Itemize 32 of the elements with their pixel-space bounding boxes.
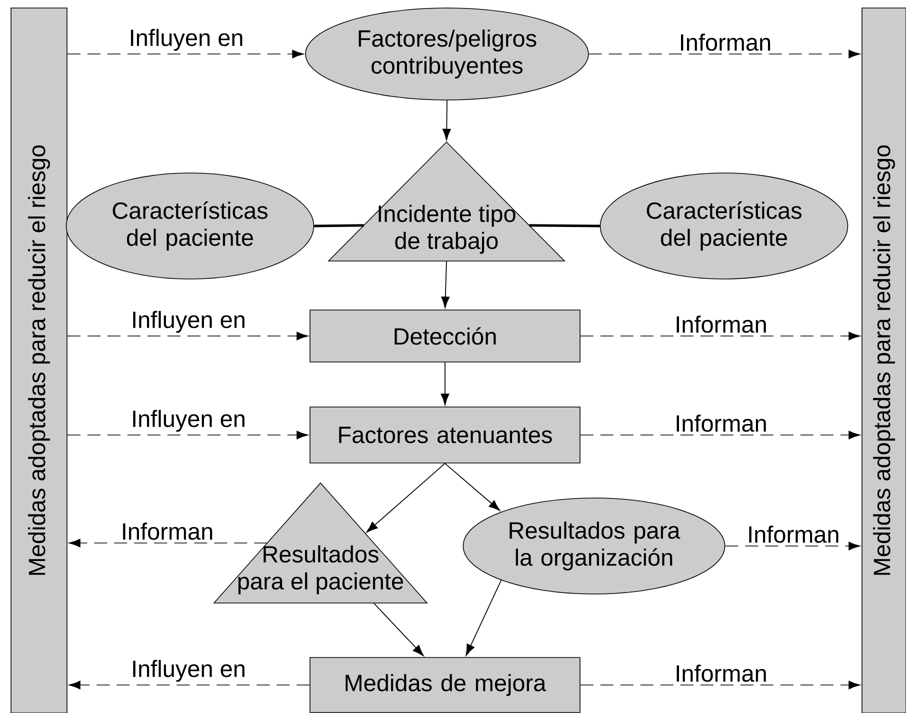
- arrow: [466, 580, 502, 656]
- side-bar: Medidas adoptadas para reducir el riesgo: [862, 8, 906, 713]
- edge-label: Informan: [672, 314, 770, 335]
- arrow: [580, 430, 860, 440]
- arrow: [441, 260, 450, 308]
- process-box: Factores atenuantes: [310, 406, 580, 464]
- edge-label: Informan: [672, 412, 770, 434]
- arrow: [67, 430, 308, 440]
- edge-label: Informan: [118, 520, 216, 542]
- edge-label: Informan: [672, 662, 770, 684]
- edge-label: Influyen en: [129, 308, 248, 335]
- edge-label: Influyen en: [129, 658, 248, 684]
- arrow: [580, 332, 860, 340]
- arrow: [68, 538, 268, 548]
- arrow: [366, 462, 446, 532]
- process-box: Medidas de mejora: [310, 657, 580, 713]
- edge-label: Influyen en: [129, 408, 248, 434]
- arrow: [440, 362, 450, 406]
- edge-label: Influyen en: [126, 26, 246, 53]
- arrow: [373, 602, 424, 656]
- arrow: [442, 100, 451, 140]
- arrow: [580, 680, 860, 690]
- arrow: [68, 680, 310, 690]
- arrow: [724, 542, 860, 550]
- arrow: [67, 50, 304, 58]
- edge-label: Informan: [676, 32, 774, 53]
- arrow: [444, 462, 500, 511]
- side-bar: Medidas adoptadas para reducir el riesgo: [10, 8, 68, 713]
- arrow: [588, 50, 860, 58]
- edge-label: Informan: [745, 524, 842, 545]
- arrow: [67, 332, 308, 340]
- process-box: Detección: [310, 310, 580, 362]
